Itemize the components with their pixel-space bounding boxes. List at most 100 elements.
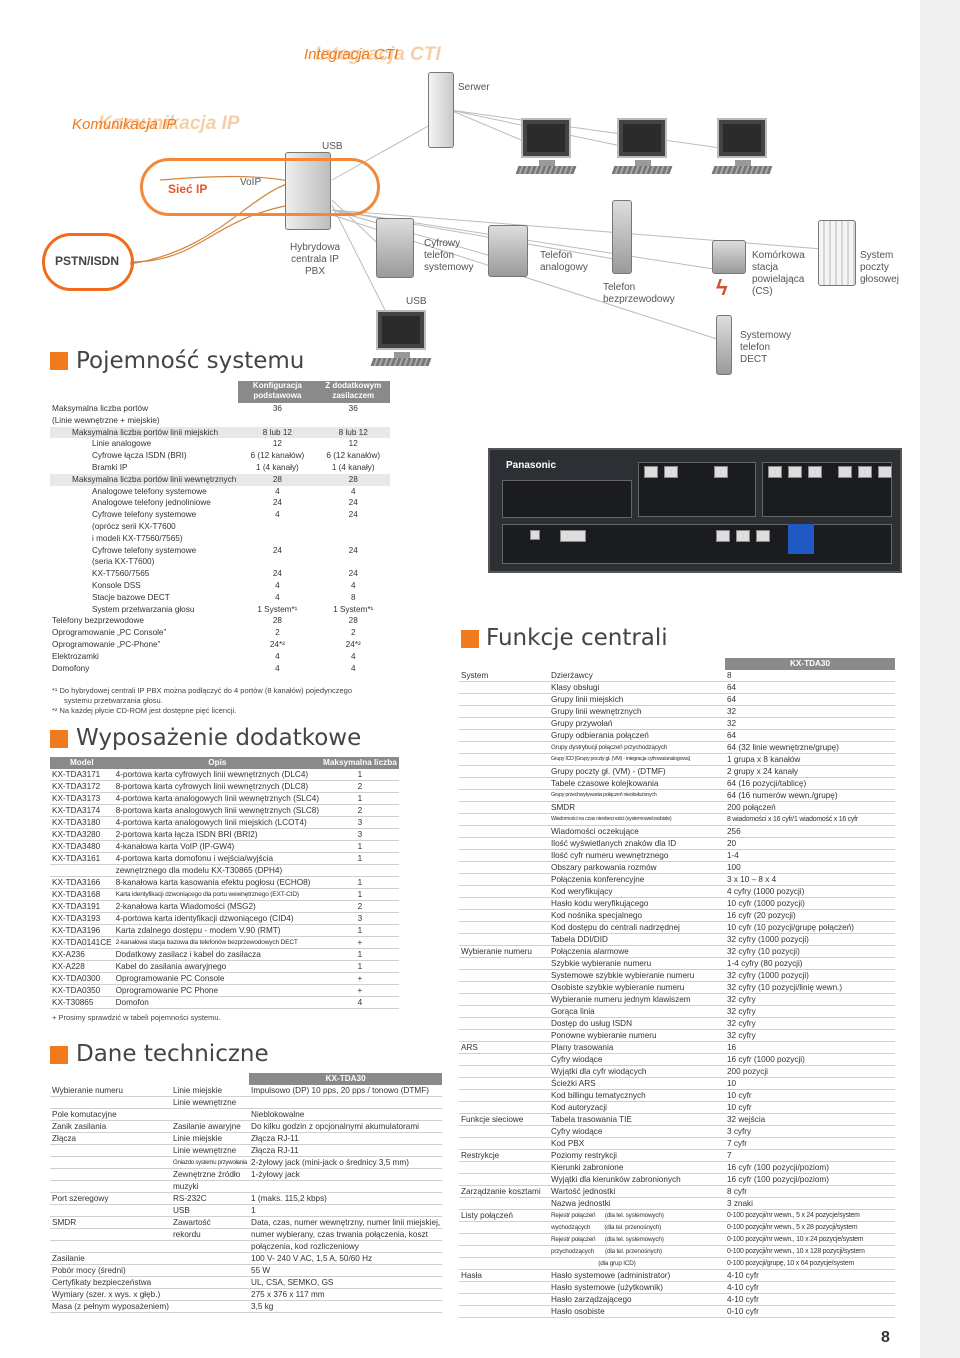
tech-sub: Zawartość <box>170 1216 250 1230</box>
tech-value: 55 W <box>249 1264 443 1278</box>
table-row: Wiadomości na czas nieobecności (systemo… <box>459 813 895 827</box>
cap-row-extra: 12 <box>348 439 358 449</box>
tech-sub <box>170 1240 250 1254</box>
tech-value <box>249 1096 443 1110</box>
cap-row-basic: 28 <box>272 616 282 626</box>
fun-category <box>459 1101 549 1115</box>
fun-category <box>459 957 549 971</box>
pc-icon <box>711 118 773 178</box>
tech-title: Dane techniczne <box>76 1041 269 1067</box>
acc-model: KX-A236 <box>50 948 114 962</box>
cap-row-label: System przetwarzania głosu <box>92 604 195 614</box>
digital-line2: telefon <box>424 250 455 261</box>
hybrid-line2: centrala IP PBX <box>291 254 339 277</box>
tech-category: Zasilanie <box>50 1252 171 1266</box>
tech-value: 2-żyłowy jack (mini-jack o średnicy 3,5 … <box>249 1156 443 1170</box>
fun-feature: Grupy linii miejskich <box>549 693 725 707</box>
cap-row-basic <box>238 415 316 427</box>
table-row: Pobór mocy (średni) 55 W <box>50 1264 443 1278</box>
fun-feature: Kod billingu tematycznych <box>549 1089 725 1103</box>
fun-feature: przychodzących (dla tel. przenośnych) <box>549 1245 725 1259</box>
acc-model: KX-TDA3196 <box>50 924 114 938</box>
fun-category <box>459 969 549 983</box>
digital-phone-label: Cyfrowy telefon systemowy <box>424 238 473 274</box>
dect-phone-icon <box>716 315 732 375</box>
acc-model: KX-TDA3180 <box>50 816 114 830</box>
cap-row-extra: 28 <box>348 474 358 484</box>
digital-phone-icon <box>376 218 414 278</box>
server-icon <box>428 72 454 148</box>
ip-title: Komunikacja IP <box>72 116 177 133</box>
fun-feature: Grupy dystrybucji połączeń przychodzącyc… <box>549 741 725 755</box>
acc-desc: Domofon <box>113 996 322 1010</box>
fun-value: 10 cyfr <box>725 1089 895 1103</box>
cap-row-basic: 4 <box>275 663 280 673</box>
cap-header-extra: Z dodatkowym zasilaczem <box>316 381 390 403</box>
fun-category <box>459 837 549 851</box>
cap-header-blank <box>50 381 238 403</box>
fun-category <box>459 849 549 863</box>
table-row: wychodzących (dla tel. przenośnych)0-100… <box>459 1221 895 1235</box>
tech-sub: Gniazdo systemu przywołania <box>170 1156 250 1170</box>
acc-header-opis: Opis <box>113 757 322 769</box>
fun-feature: Klasy obsługi <box>549 681 725 695</box>
acc-model: KX-TDA0350 <box>50 984 114 998</box>
serial-port <box>560 530 586 542</box>
fun-value: 20 <box>725 837 895 851</box>
fun-category <box>459 1137 549 1151</box>
table-row: Rejestr połączeń (dla tel. systemowych)0… <box>459 1233 895 1247</box>
table-row: połączenia, kod rozliczeniowy <box>50 1240 443 1254</box>
tech-category <box>50 1204 171 1218</box>
tech-sub: Linie miejskie <box>170 1132 250 1146</box>
capacity-footnote-2: *² Na każdej płycie CD-ROM jest dostępne… <box>52 706 237 715</box>
acc-max: 1 <box>321 792 399 806</box>
fun-category <box>459 909 549 923</box>
cap-row-basic: 8 lub 12 <box>262 427 292 437</box>
fun-header-blank <box>459 658 549 670</box>
fun-category <box>459 993 549 1007</box>
acc-model: KX-TDA0300 <box>50 972 114 986</box>
fun-value: 3 znaki <box>725 1197 895 1211</box>
tech-category: Pobór mocy (średni) <box>50 1264 171 1278</box>
fun-feature: Wiadomości oczekujące <box>549 825 725 839</box>
cap-row-extra <box>316 533 390 545</box>
pc-icon <box>370 310 432 370</box>
fun-feature: Szybkie wybieranie numeru <box>549 957 725 971</box>
acc-model: KX-TDA3166 <box>50 876 114 890</box>
table-row: (Linie wewnętrzne + miejskie) <box>50 415 390 427</box>
fun-feature: Kod PBX <box>549 1137 725 1151</box>
dect-line1: Systemowy <box>740 330 792 341</box>
cap-row-extra: 1 System*¹ <box>333 604 374 614</box>
fun-value: 10 cyfr <box>725 1101 895 1115</box>
fun-value: 0-100 pozycji/nr wewn., 5 x 24 pozycje/s… <box>725 1209 895 1223</box>
fun-header-blank <box>549 658 725 670</box>
acc-desc: 2-kanałowa karta Wiadomości (MSG2) <box>113 900 322 914</box>
acc-desc: zewnętrznego dla modelu KX-T30865 (DPH4) <box>113 864 322 878</box>
cap-row-extra: 36 <box>348 404 358 413</box>
tech-category: Masa (z pełnym wyposażeniem) <box>50 1300 171 1314</box>
fun-feature: Ilość cyfr numeru wewnętrznego <box>549 849 725 863</box>
cell-station-icon <box>712 240 746 274</box>
acc-max: 1 <box>321 840 399 854</box>
fun-value: 64 (16 numerów wewn./grupę) <box>725 789 895 803</box>
cap-row-extra <box>316 556 390 568</box>
rj-port <box>736 530 750 542</box>
fun-feature: Cyfry wiodące <box>549 1125 725 1139</box>
acc-desc: 4-kanałowa karta VoIP (IP-GW4) <box>113 840 322 854</box>
fun-category <box>459 693 549 707</box>
cap-row-label: Elektrozamki <box>52 651 99 661</box>
